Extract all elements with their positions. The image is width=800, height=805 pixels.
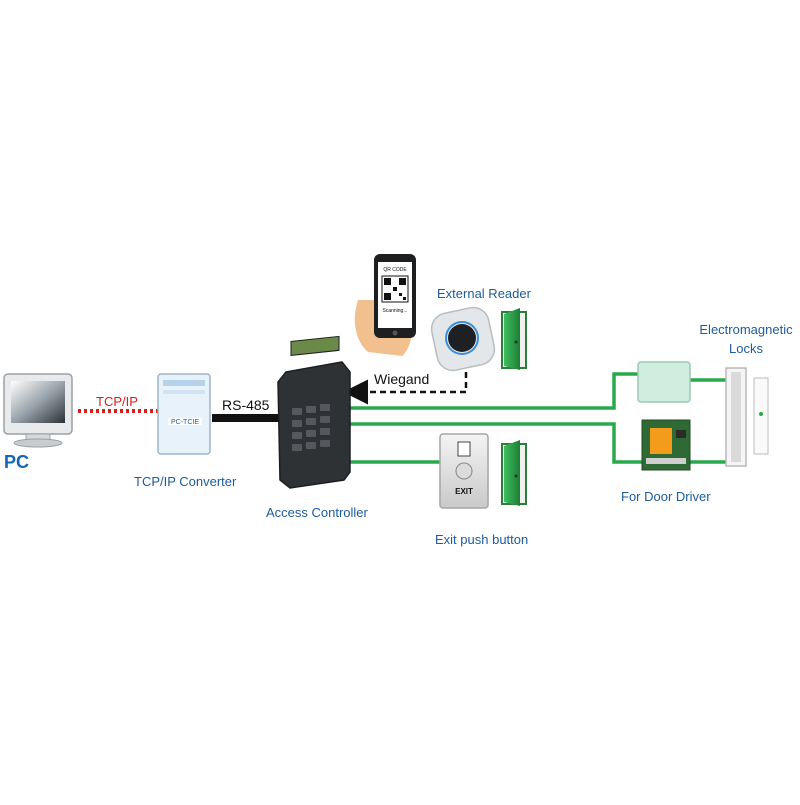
keypad [292,404,330,451]
access-controller-label: Access Controller [266,505,368,520]
exit-plate-text: EXIT [455,487,473,496]
tcp-ip-label: TCP/IP [96,394,138,409]
electromagnetic-locks-line1: Electromagnetic [699,322,793,337]
phone-scanning-text: Scanning... [382,308,407,314]
smartphone-qr-device: QR CODE Scanning... [354,254,416,356]
phone-qr-text: QR CODE [383,267,407,273]
green-wire-to-lock-upper [346,372,640,410]
for-door-driver-label: For Door Driver [621,489,711,504]
rs485-label: RS-485 [222,397,270,413]
converter-brand-text: PC-TCIE [171,419,199,426]
pc-monitor-icon [3,373,73,448]
door-driver-board [641,419,691,471]
green-wire-to-lock-lower [346,422,646,464]
electromagnetic-lock-device [725,367,769,467]
pc-label: PC [4,452,30,472]
external-reader-device [430,306,496,372]
qr-code-icon [381,275,409,303]
door-icon-reader [501,308,527,370]
door-icon-exit [501,440,527,506]
access-controller-device [277,335,351,489]
lock-power-module [637,361,691,403]
electromagnetic-locks-label: Electromagnetic Locks [694,322,798,356]
wiegand-label: Wiegand [374,371,430,387]
external-reader-label: External Reader [437,286,531,301]
wiegand-dashed-link [343,372,468,405]
electromagnetic-locks-line2: Locks [729,341,763,356]
exit-push-button-device: EXIT [439,433,489,509]
tcp-ip-converter-label: TCP/IP Converter [134,474,237,489]
exit-push-button-label: Exit push button [435,532,529,547]
tcp-ip-converter-device: PC-TCIE [157,373,211,455]
